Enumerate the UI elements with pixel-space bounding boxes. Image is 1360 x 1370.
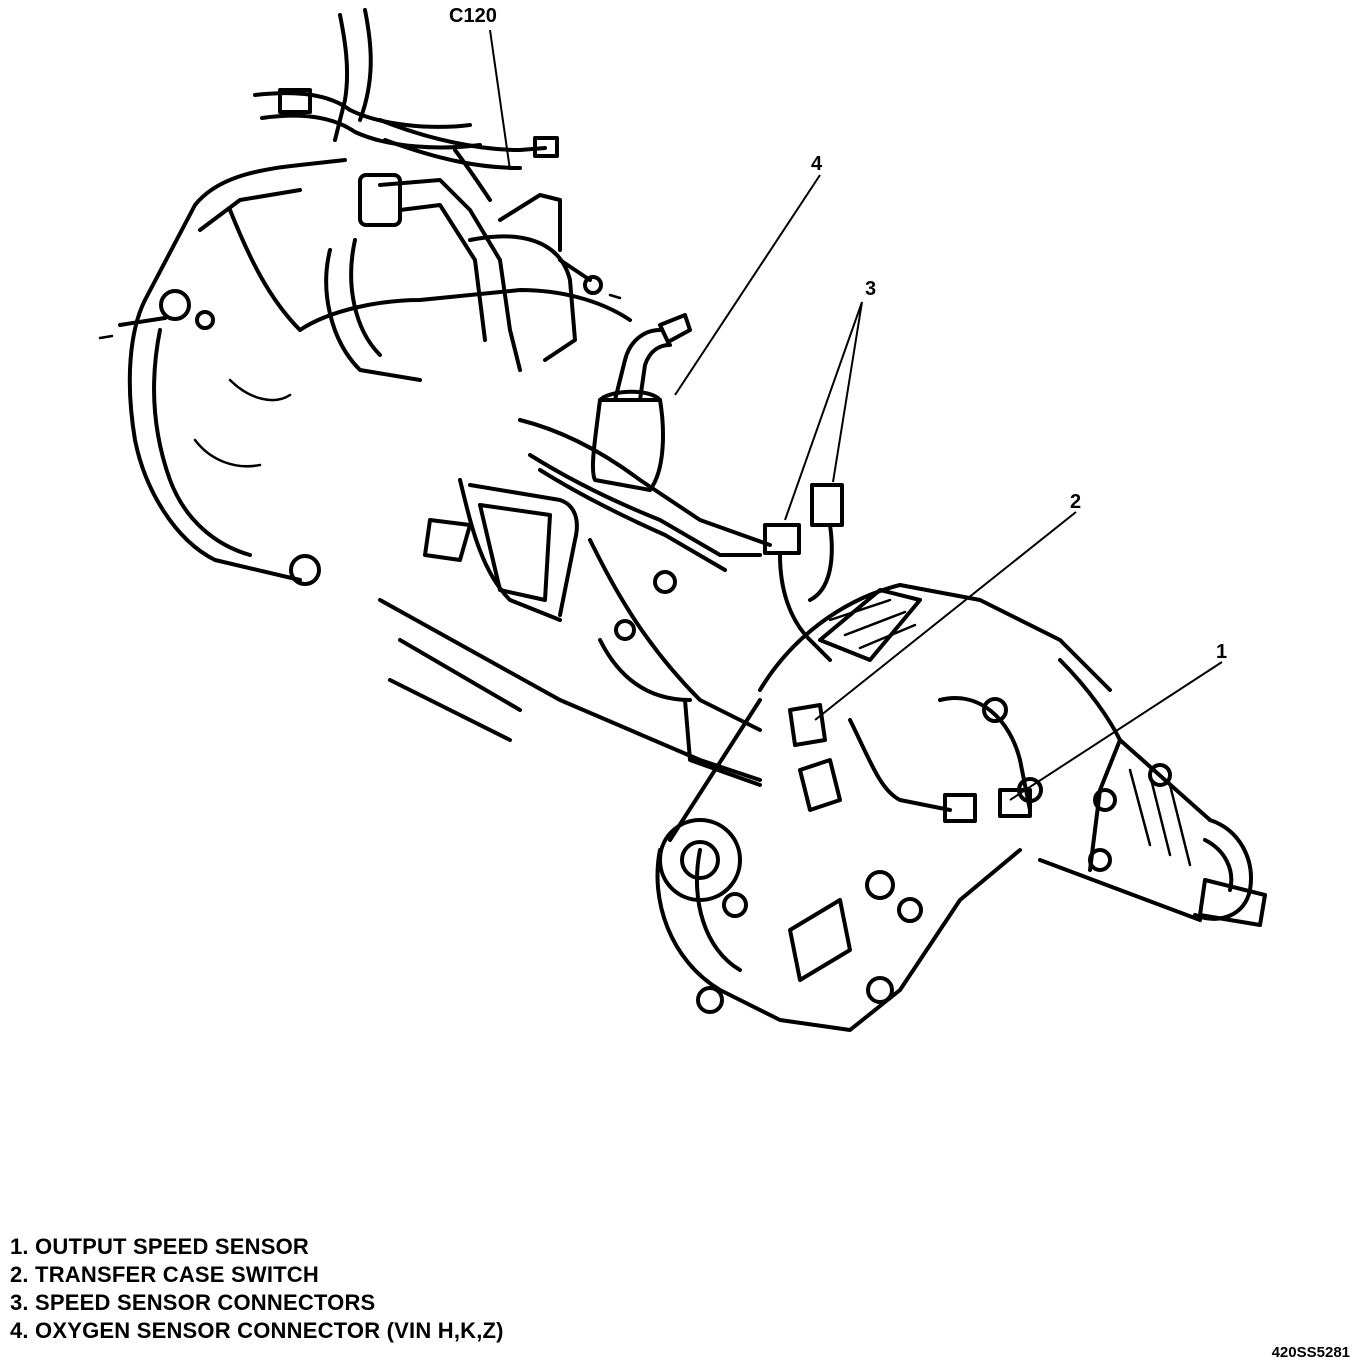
exhaust-pipes <box>324 173 622 382</box>
parts-legend: 1. OUTPUT SPEED SENSOR 2. TRANSFER CASE … <box>10 1233 504 1345</box>
figure-id: 420SS5281 <box>1271 1344 1350 1361</box>
transmission-case <box>298 288 772 787</box>
callout-4: 4 <box>811 153 823 175</box>
bell-housing <box>98 158 347 586</box>
legend-item: 4. OXYGEN SENSOR CONNECTOR (VIN H,K,Z) <box>10 1318 504 1343</box>
shift-lever-boot <box>590 313 692 492</box>
sensor-harness <box>528 453 844 662</box>
tail-housing <box>1038 658 1267 927</box>
callout-2: 2 <box>1070 491 1081 513</box>
leader-lines <box>489 29 1223 801</box>
transfer-case <box>655 583 1112 1032</box>
legend-item: 2. TRANSFER CASE SWITCH <box>10 1262 319 1287</box>
wiring-harness <box>253 8 559 202</box>
callout-3: 3 <box>865 278 876 300</box>
callout-c120: C120 <box>449 5 497 27</box>
legend-item: 3. SPEED SENSOR CONNECTORS <box>10 1290 376 1315</box>
legend-item: 1. OUTPUT SPEED SENSOR <box>10 1234 310 1259</box>
callout-1: 1 <box>1216 641 1227 663</box>
